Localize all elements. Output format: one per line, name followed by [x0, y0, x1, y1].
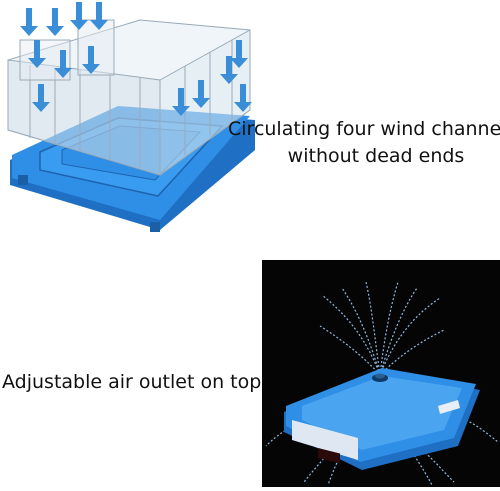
down-arrow-icon — [20, 2, 252, 116]
air-outlet-illustration — [262, 260, 500, 487]
caption-wind-channels-line1: Circulating four wind channels — [228, 118, 500, 140]
caption-wind-channels-line2: without dead ends — [287, 145, 465, 167]
caption-air-outlet: Adjustable air outlet on top — [2, 371, 262, 393]
airflow-lines — [265, 281, 499, 486]
caption-wind-channels: Circulating four wind channels without d… — [228, 116, 500, 170]
incubator-lid — [284, 368, 480, 470]
incubator-tray-illustration — [7, 2, 255, 232]
blue-tray — [10, 106, 255, 232]
air-outlet-photo — [262, 260, 500, 487]
